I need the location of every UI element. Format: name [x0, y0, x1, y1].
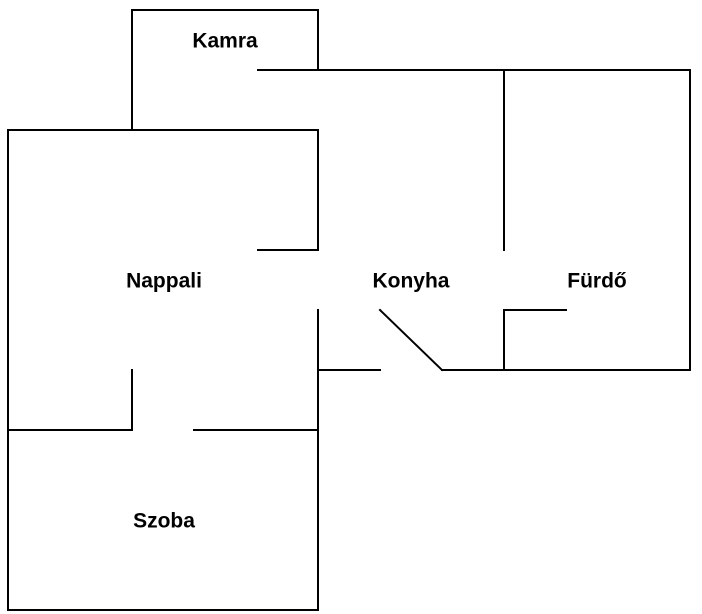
kamra-walls	[131, 9, 319, 131]
label-nappali: Nappali	[126, 270, 202, 293]
label-furdo: Fürdő	[567, 270, 626, 293]
entrance-door-swing	[378, 308, 444, 372]
label-konyha: Konyha	[372, 270, 449, 293]
furdo-walls	[503, 69, 691, 371]
szoba-walls	[7, 429, 319, 611]
label-szoba: Szoba	[133, 510, 195, 533]
label-kamra: Kamra	[192, 30, 258, 53]
nappali-walls	[7, 129, 319, 611]
